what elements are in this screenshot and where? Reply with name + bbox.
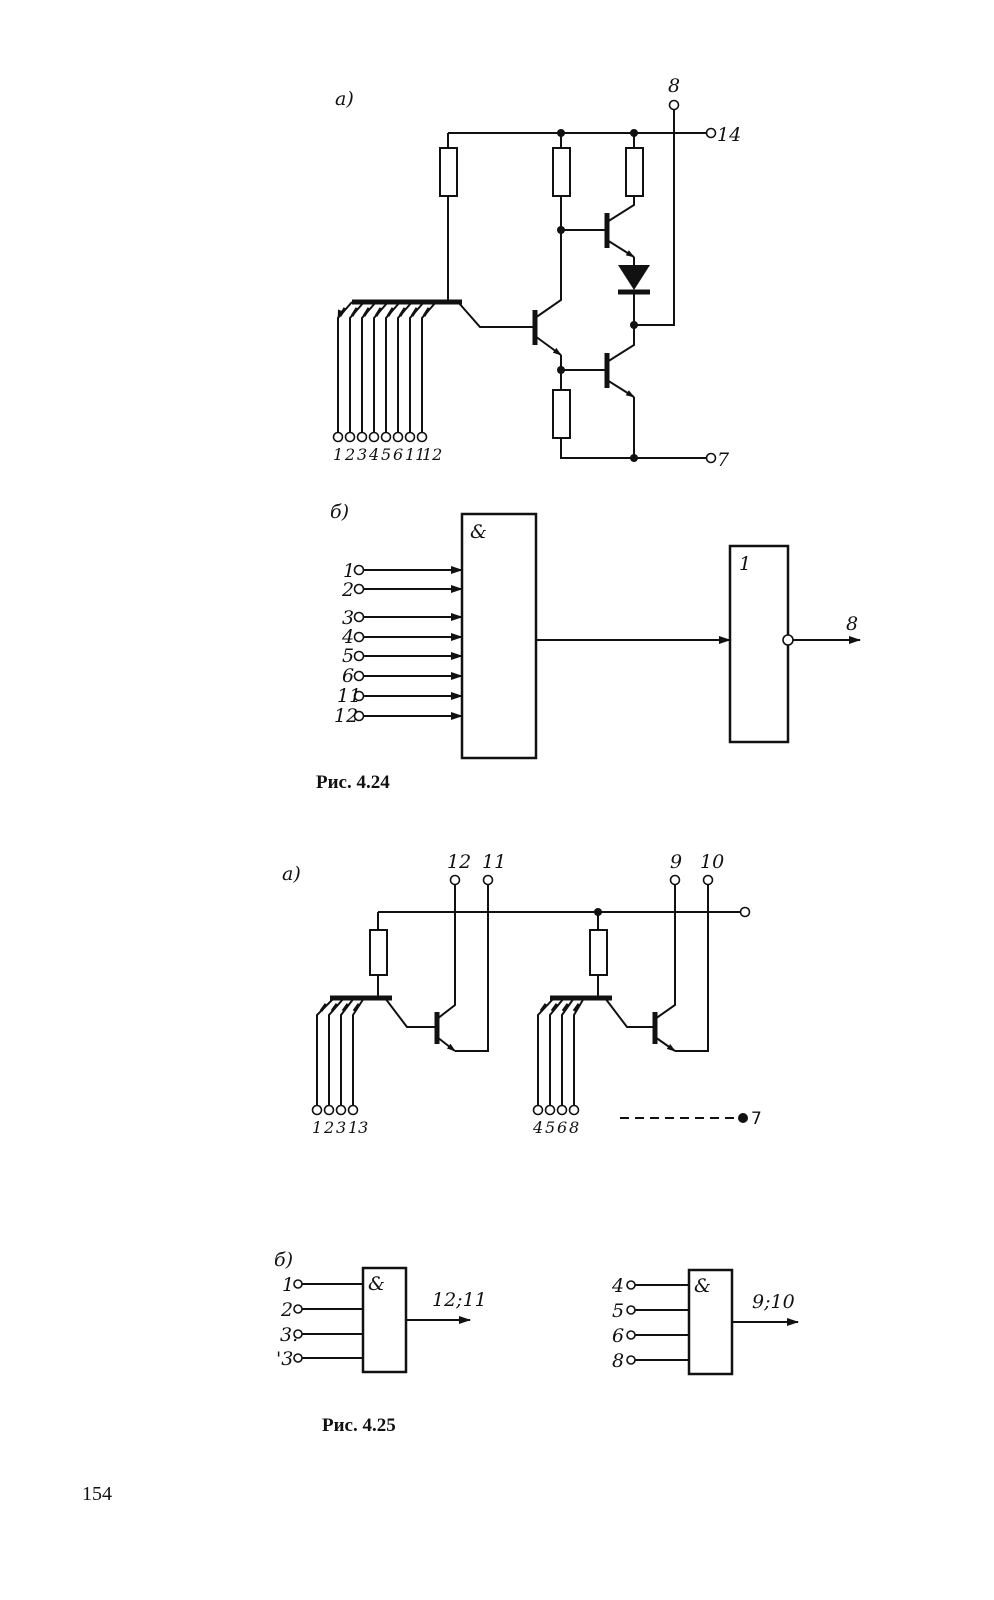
svg-text:1: 1 bbox=[282, 1274, 294, 1296]
svg-text:3: 3 bbox=[342, 607, 354, 629]
svg-text:6: 6 bbox=[342, 665, 354, 687]
output-terminal bbox=[669, 874, 681, 886]
fig-4-24-schematic: а) 14 bbox=[332, 75, 741, 471]
svg-text:2: 2 bbox=[280, 1299, 293, 1321]
svg-text:5: 5 bbox=[612, 1300, 624, 1322]
svg-text:1: 1 bbox=[333, 445, 343, 464]
svg-text:8: 8 bbox=[569, 1118, 579, 1137]
ground-terminal-label: 7 bbox=[751, 1109, 762, 1129]
svg-text:5: 5 bbox=[545, 1118, 555, 1137]
resistor bbox=[552, 147, 571, 197]
fig-4-25-logic-diagram: б) & 1 2 3. '3 12;11 & bbox=[274, 1249, 799, 1436]
svg-text:2: 2 bbox=[341, 579, 354, 601]
junction-dot bbox=[630, 454, 638, 462]
svg-text:6: 6 bbox=[557, 1118, 567, 1137]
output-terminal bbox=[449, 874, 461, 886]
svg-text:3.: 3. bbox=[280, 1324, 298, 1346]
output-terminal bbox=[482, 874, 494, 886]
svg-text:4: 4 bbox=[368, 445, 379, 464]
svg-text:3: 3 bbox=[357, 445, 367, 464]
output-terminal-label: 10 bbox=[700, 851, 724, 873]
svg-text:3: 3 bbox=[336, 1118, 346, 1137]
svg-text:12: 12 bbox=[334, 705, 358, 727]
block2-inputs: 4 5 6 8 bbox=[611, 1275, 689, 1372]
and-block bbox=[687, 1268, 734, 1376]
fig-4-25-part-b-label: б) bbox=[274, 1249, 293, 1271]
transistor bbox=[652, 885, 709, 1052]
svg-text:5: 5 bbox=[381, 445, 391, 464]
output-terminal bbox=[702, 874, 714, 886]
block2-output-label: 9;10 bbox=[752, 1291, 795, 1313]
block1-inputs: 1 2 3. '3 bbox=[276, 1274, 363, 1370]
and-block bbox=[361, 1266, 408, 1374]
and-block-symbol: & bbox=[694, 1275, 711, 1297]
transistor bbox=[604, 196, 635, 265]
inversion-bubble bbox=[782, 634, 794, 646]
block1-output-label: 12;11 bbox=[432, 1289, 487, 1311]
input-emitter-leads bbox=[337, 301, 437, 432]
supply-terminal bbox=[739, 906, 751, 918]
resistor bbox=[589, 929, 608, 976]
output-terminal-label: 9 bbox=[670, 851, 682, 873]
input-labels: 1 2 3 4 5 6 11 12 bbox=[333, 445, 442, 464]
transistor bbox=[434, 885, 489, 1052]
gate1-emitter-leads bbox=[311, 997, 365, 1116]
gate1-input-labels: 1 2 3 13 bbox=[312, 1118, 368, 1137]
not-block-symbol: 1 bbox=[739, 553, 751, 575]
ground-terminal-label: 7 bbox=[717, 449, 730, 471]
svg-text:6: 6 bbox=[612, 1325, 624, 1347]
svg-text:11: 11 bbox=[405, 445, 425, 464]
svg-text:'3: '3 bbox=[276, 1348, 293, 1370]
svg-text:2: 2 bbox=[344, 445, 355, 464]
transistor bbox=[604, 325, 635, 458]
fig-4-24-logic-diagram: б) & 1 2 3 4 5 6 11 bbox=[316, 501, 861, 793]
ground-terminal bbox=[705, 452, 717, 464]
not-output-label: 8 bbox=[846, 613, 858, 635]
svg-text:2: 2 bbox=[323, 1118, 334, 1137]
svg-text:6: 6 bbox=[393, 445, 403, 464]
ground-terminal bbox=[738, 1113, 748, 1123]
svg-text:4: 4 bbox=[532, 1118, 543, 1137]
and-input-labels: 1 2 3 4 5 6 11 12 bbox=[334, 560, 361, 727]
svg-text:5: 5 bbox=[342, 645, 354, 667]
gate2-emitter-leads bbox=[532, 997, 585, 1116]
resistor bbox=[439, 147, 458, 197]
svg-text:8: 8 bbox=[612, 1350, 624, 1372]
and-block-symbol: & bbox=[470, 521, 487, 543]
fig-4-24-part-b-label: б) bbox=[330, 501, 349, 523]
fig-4-25-part-a-label: а) bbox=[282, 863, 301, 885]
svg-text:13: 13 bbox=[348, 1118, 368, 1137]
diode bbox=[618, 265, 650, 325]
svg-text:4: 4 bbox=[341, 626, 354, 648]
output-terminal-label: 12 bbox=[447, 851, 471, 873]
and-block-symbol: & bbox=[368, 1273, 385, 1295]
svg-text:12: 12 bbox=[422, 445, 442, 464]
output-terminal bbox=[668, 99, 680, 111]
svg-text:4: 4 bbox=[611, 1275, 624, 1297]
output-terminal-label: 8 bbox=[668, 75, 680, 97]
gate2-input-labels: 4 5 6 8 bbox=[532, 1118, 579, 1137]
svg-text:11: 11 bbox=[337, 685, 361, 707]
transistor bbox=[532, 230, 562, 370]
page-number: 154 bbox=[82, 1483, 112, 1505]
fig-4-24-caption: Рис. 4.24 bbox=[316, 772, 390, 793]
resistor bbox=[369, 929, 388, 976]
resistor bbox=[552, 389, 571, 439]
wire bbox=[457, 301, 535, 328]
supply-terminal-label: 14 bbox=[717, 124, 741, 146]
and-block bbox=[460, 512, 538, 760]
input-terminals bbox=[332, 431, 428, 443]
and-inputs bbox=[353, 564, 463, 722]
fig-4-24-part-a-label: а) bbox=[335, 88, 354, 110]
fig-4-25-schematic: а) 1 2 3 13 bbox=[282, 851, 762, 1137]
not-block bbox=[728, 544, 790, 744]
resistor bbox=[625, 147, 644, 197]
fig-4-25-caption: Рис. 4.25 bbox=[322, 1415, 396, 1436]
svg-text:1: 1 bbox=[343, 560, 355, 582]
supply-terminal bbox=[705, 127, 717, 139]
output-terminal-label: 11 bbox=[482, 851, 506, 873]
svg-text:1: 1 bbox=[312, 1118, 322, 1137]
